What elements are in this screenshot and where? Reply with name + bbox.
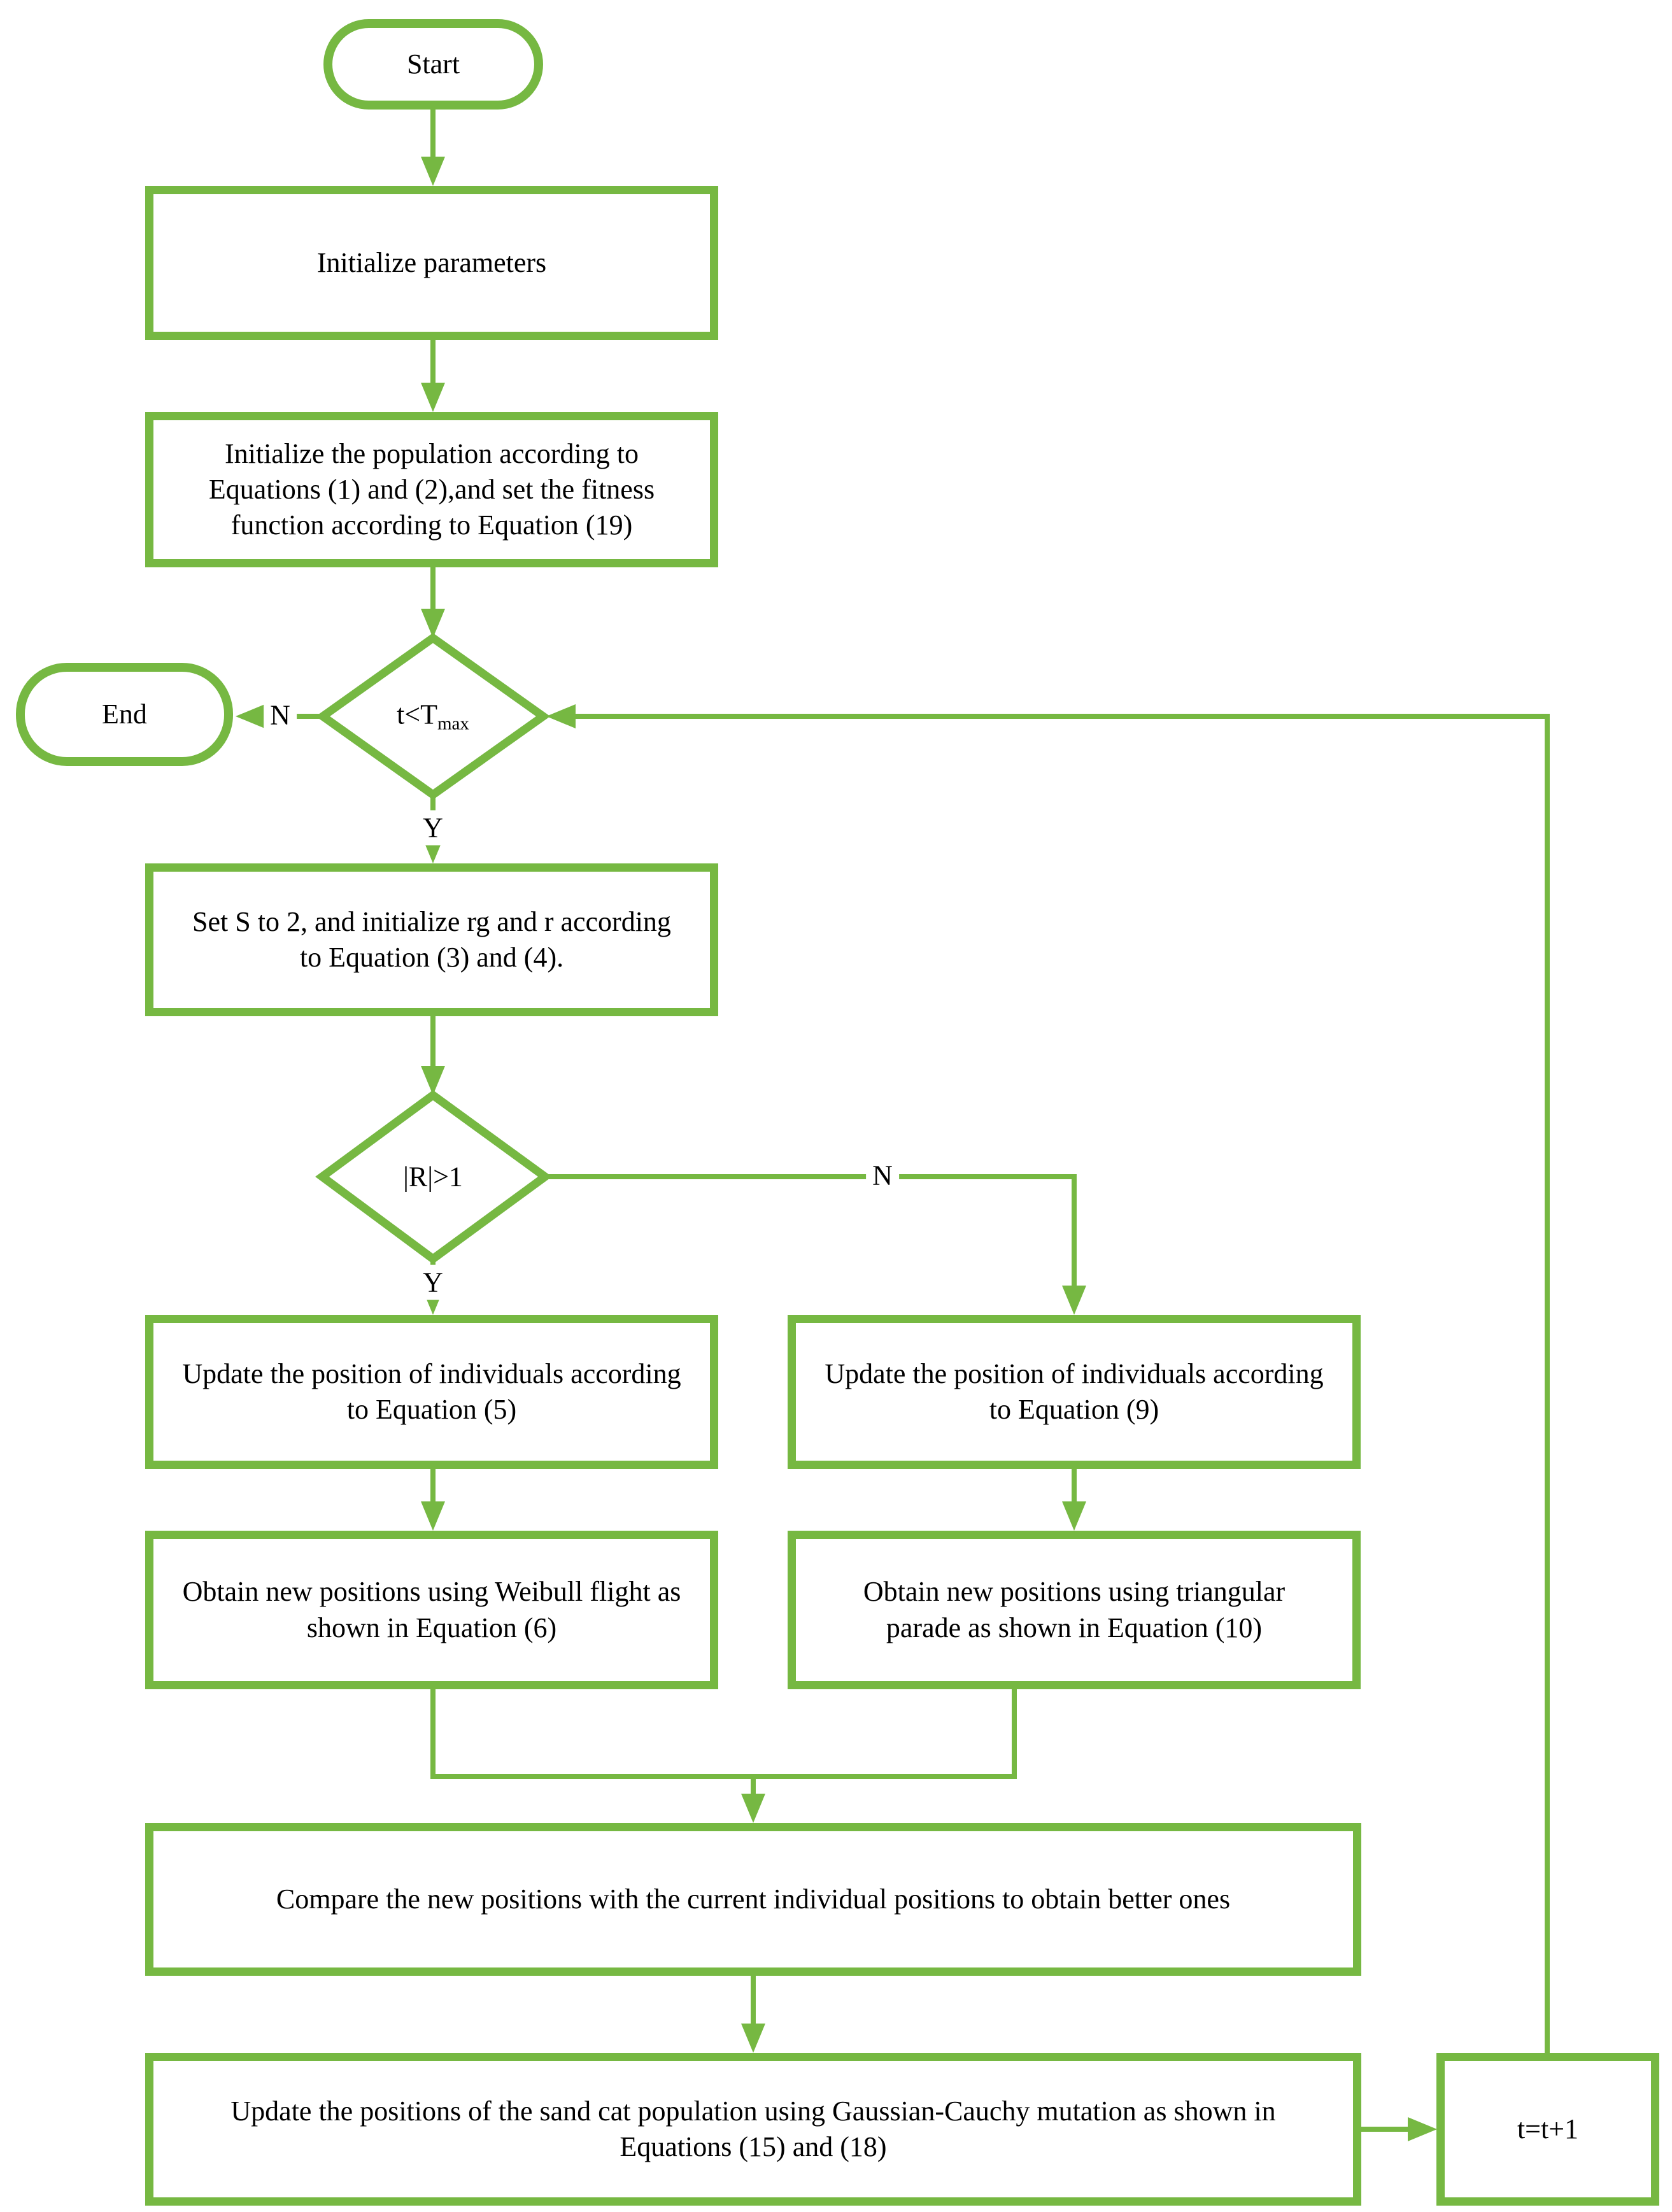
- arrowhead-increment-check: [546, 704, 576, 728]
- arrowhead-start-init: [421, 157, 445, 186]
- edge-increment-check: [576, 714, 1550, 2053]
- edge-label-r-yes: Y: [416, 1265, 450, 1300]
- arrowhead-init-population: [421, 383, 445, 412]
- decision-iteration-label: t<Tmax: [397, 698, 469, 735]
- edge-merge: [430, 1689, 1017, 1779]
- process-set-s: Set S to 2, and initialize rg and r acco…: [145, 863, 718, 1016]
- process-gaussian-cauchy-mutation: Update the positions of the sand cat pop…: [145, 2053, 1361, 2206]
- decision-iteration-check: [315, 633, 551, 800]
- process-initialize-population: Initialize the population according to E…: [145, 412, 718, 567]
- arrowhead-merge-compare: [741, 1794, 765, 1823]
- decision-iteration-text: t<T: [397, 698, 437, 730]
- edge-label-iterations-yes: Y: [416, 810, 450, 846]
- arrowhead-sets-rcheck: [421, 1066, 445, 1095]
- process-initialize-parameters: Initialize parameters: [145, 186, 718, 340]
- arrowhead-r-no: [1062, 1286, 1086, 1315]
- arrowhead-update5-weibull: [421, 1501, 445, 1531]
- decision-r-label: |R|>1: [403, 1161, 463, 1193]
- edge-label-r-no: N: [866, 1158, 899, 1193]
- start-node: Start: [323, 19, 543, 110]
- process-update-eq5: Update the position of individuals accor…: [145, 1315, 718, 1469]
- edge-label-iterations-no: N: [264, 697, 297, 733]
- decision-iteration-subscript: max: [437, 713, 469, 734]
- process-update-eq9: Update the position of individuals accor…: [788, 1315, 1361, 1469]
- process-increment-t: t=t+1: [1436, 2053, 1659, 2206]
- process-compare-positions: Compare the new positions with the curre…: [145, 1823, 1361, 1976]
- arrowhead-check-end: [236, 704, 265, 728]
- process-weibull-flight: Obtain new positions using Weibull fligh…: [145, 1531, 718, 1689]
- edge-r-no: [545, 1174, 1077, 1288]
- decision-r-check: [315, 1089, 553, 1265]
- end-node: End: [16, 663, 233, 766]
- arrowhead-update9-triangular: [1062, 1501, 1086, 1531]
- arrowhead-population-check: [421, 609, 445, 638]
- arrowhead-compare-mutation: [741, 2024, 765, 2053]
- process-triangular-parade: Obtain new positions using triangular pa…: [788, 1531, 1361, 1689]
- arrowhead-mutation-increment: [1408, 2117, 1437, 2141]
